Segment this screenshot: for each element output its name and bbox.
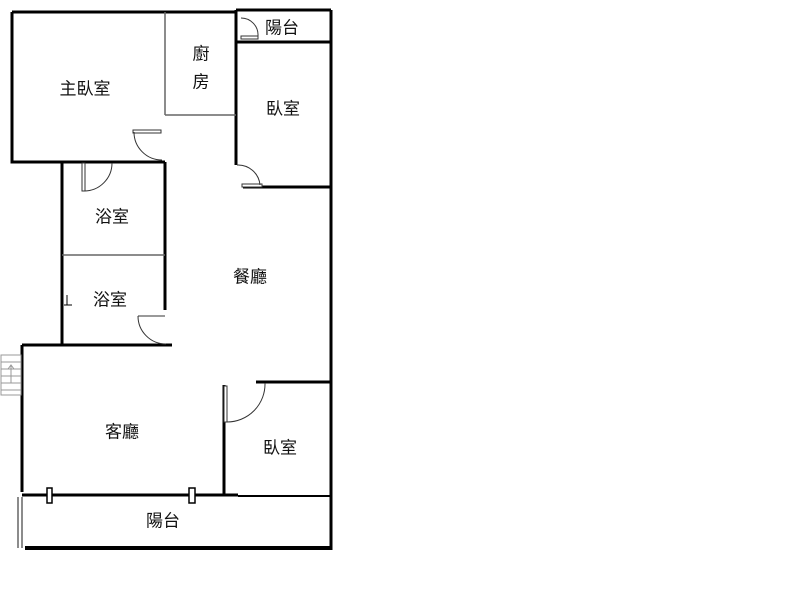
door-swing-master xyxy=(133,131,163,161)
door-swing-balcony xyxy=(240,17,259,37)
label-bathroom-1: 浴室 xyxy=(95,207,129,228)
thin-walls xyxy=(17,12,236,548)
door-bedroom-bottom xyxy=(223,385,228,423)
label-kitchen-2: 房 xyxy=(192,72,210,93)
label-master-bedroom: 主臥室 xyxy=(59,79,111,100)
window-post-right xyxy=(188,487,196,504)
window-post-left xyxy=(46,487,53,504)
door-swing-bath1 xyxy=(83,162,113,192)
label-balcony-top: 陽台 xyxy=(265,18,299,39)
doors xyxy=(46,17,266,504)
door-swing-bath2 xyxy=(137,315,167,345)
label-bedroom-bottom: 臥室 xyxy=(263,438,297,459)
stairs-icon xyxy=(0,354,22,396)
door-bedroom-top xyxy=(241,183,263,188)
label-bedroom-top: 臥室 xyxy=(266,99,300,120)
door-swing-bedroom-top xyxy=(236,164,261,186)
door-balcony-top xyxy=(240,35,259,40)
master-bedroom-walls xyxy=(10,12,165,164)
label-balcony-bottom: 陽台 xyxy=(146,511,180,532)
door-bath1 xyxy=(81,162,86,192)
walls xyxy=(10,8,333,550)
label-living-room: 客廳 xyxy=(105,422,139,443)
label-kitchen-1: 廚 xyxy=(192,44,210,65)
label-dining-room: 餐廳 xyxy=(233,267,267,288)
label-bathroom-2: 浴室 xyxy=(93,290,127,311)
door-master-bedroom xyxy=(132,129,162,134)
door-swing-bedroom-bottom xyxy=(226,382,266,423)
